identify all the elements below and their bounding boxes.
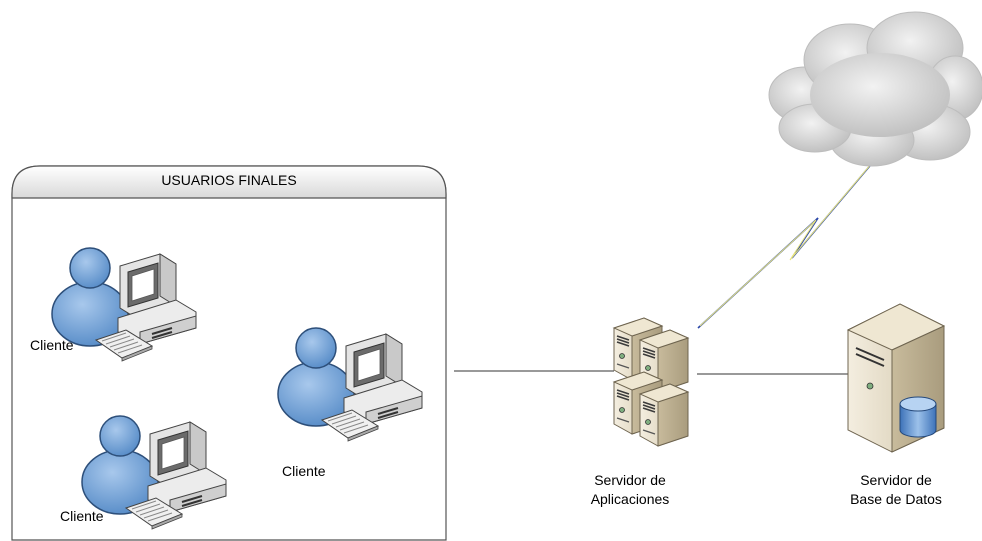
client-label-1: Cliente (30, 337, 74, 353)
group-title: USUARIOS FINALES (161, 172, 297, 188)
client-label-3: Cliente (282, 463, 326, 479)
db-server-label-line1: Servidor de (860, 472, 932, 488)
app-server-label-line1: Servidor de (594, 472, 666, 488)
database-server-icon (846, 303, 946, 453)
db-server-label-line2: Base de Datos (850, 491, 942, 507)
lightning-link-icon (697, 147, 886, 329)
client-label-2: Cliente (60, 508, 104, 524)
cloud-icon (768, 11, 982, 167)
server-rack-icon (613, 317, 689, 447)
database-cylinder-icon (899, 396, 937, 438)
app-server-label-line2: Aplicaciones (590, 491, 670, 507)
